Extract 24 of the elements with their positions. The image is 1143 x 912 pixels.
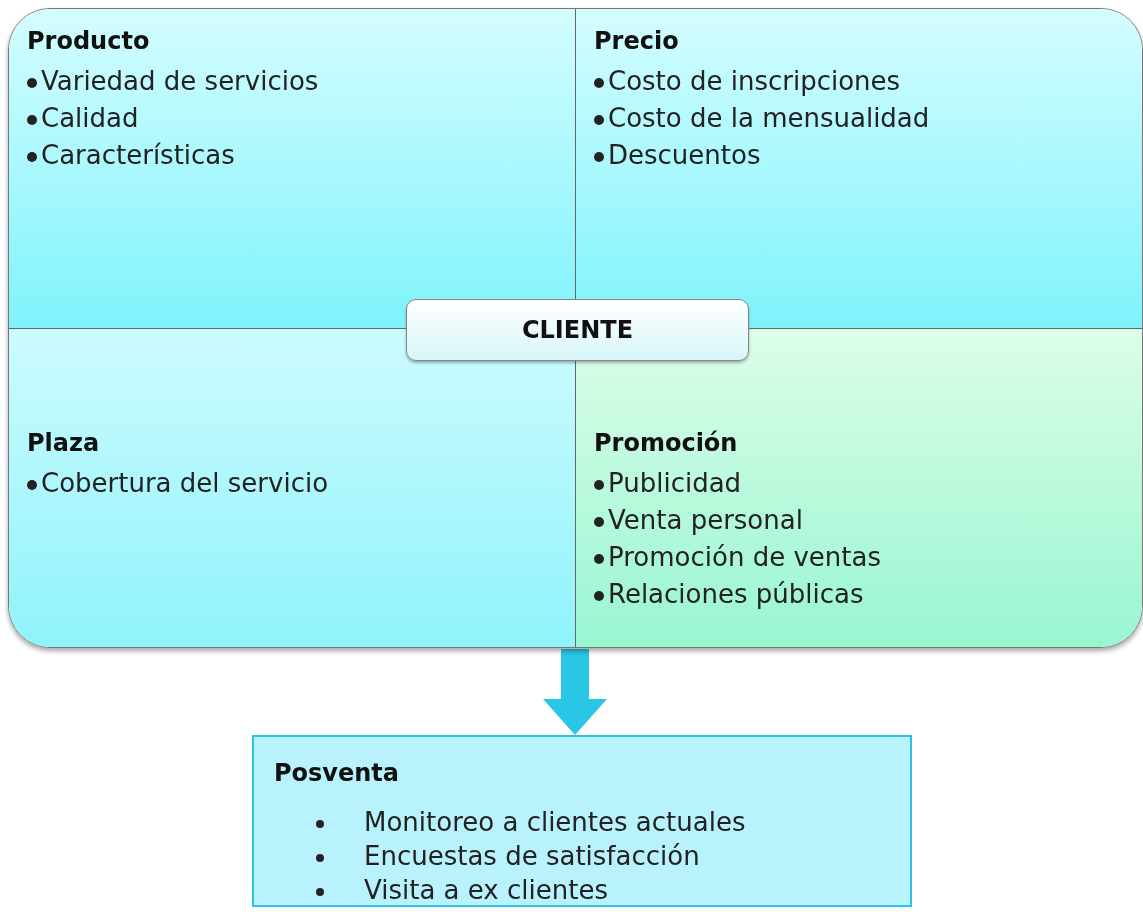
list-item: Encuestas de satisfacción — [364, 841, 700, 871]
panel-heading: Plaza — [27, 429, 100, 457]
list-item: Visita a ex clientes — [364, 875, 608, 905]
list-item: Relaciones públicas — [608, 578, 864, 611]
list-item: Publicidad — [608, 467, 742, 500]
panel-heading: Producto — [27, 27, 150, 55]
list-item: Venta personal — [608, 504, 803, 537]
panel-heading: Posventa — [274, 759, 400, 787]
down-arrow — [543, 649, 607, 735]
list-item: Cobertura del servicio — [41, 467, 329, 500]
list-item: Descuentos — [608, 139, 761, 172]
panel-heading: Precio — [594, 27, 679, 55]
result-box — [252, 735, 912, 907]
list-item: Costo de inscripciones — [608, 65, 901, 98]
list-item: Costo de la mensualidad — [608, 102, 930, 135]
center-box — [406, 299, 749, 361]
list-item: Calidad — [41, 102, 139, 135]
panel-heading: Promoción — [594, 429, 738, 457]
list-item: Promoción de ventas — [608, 541, 881, 574]
matrix-panel — [8, 8, 1143, 648]
list-item: Monitoreo a clientes actuales — [364, 807, 746, 837]
list-item: Variedad de servicios — [41, 65, 319, 98]
list-item: Características — [41, 139, 235, 172]
center-label: CLIENTE — [521, 316, 634, 344]
